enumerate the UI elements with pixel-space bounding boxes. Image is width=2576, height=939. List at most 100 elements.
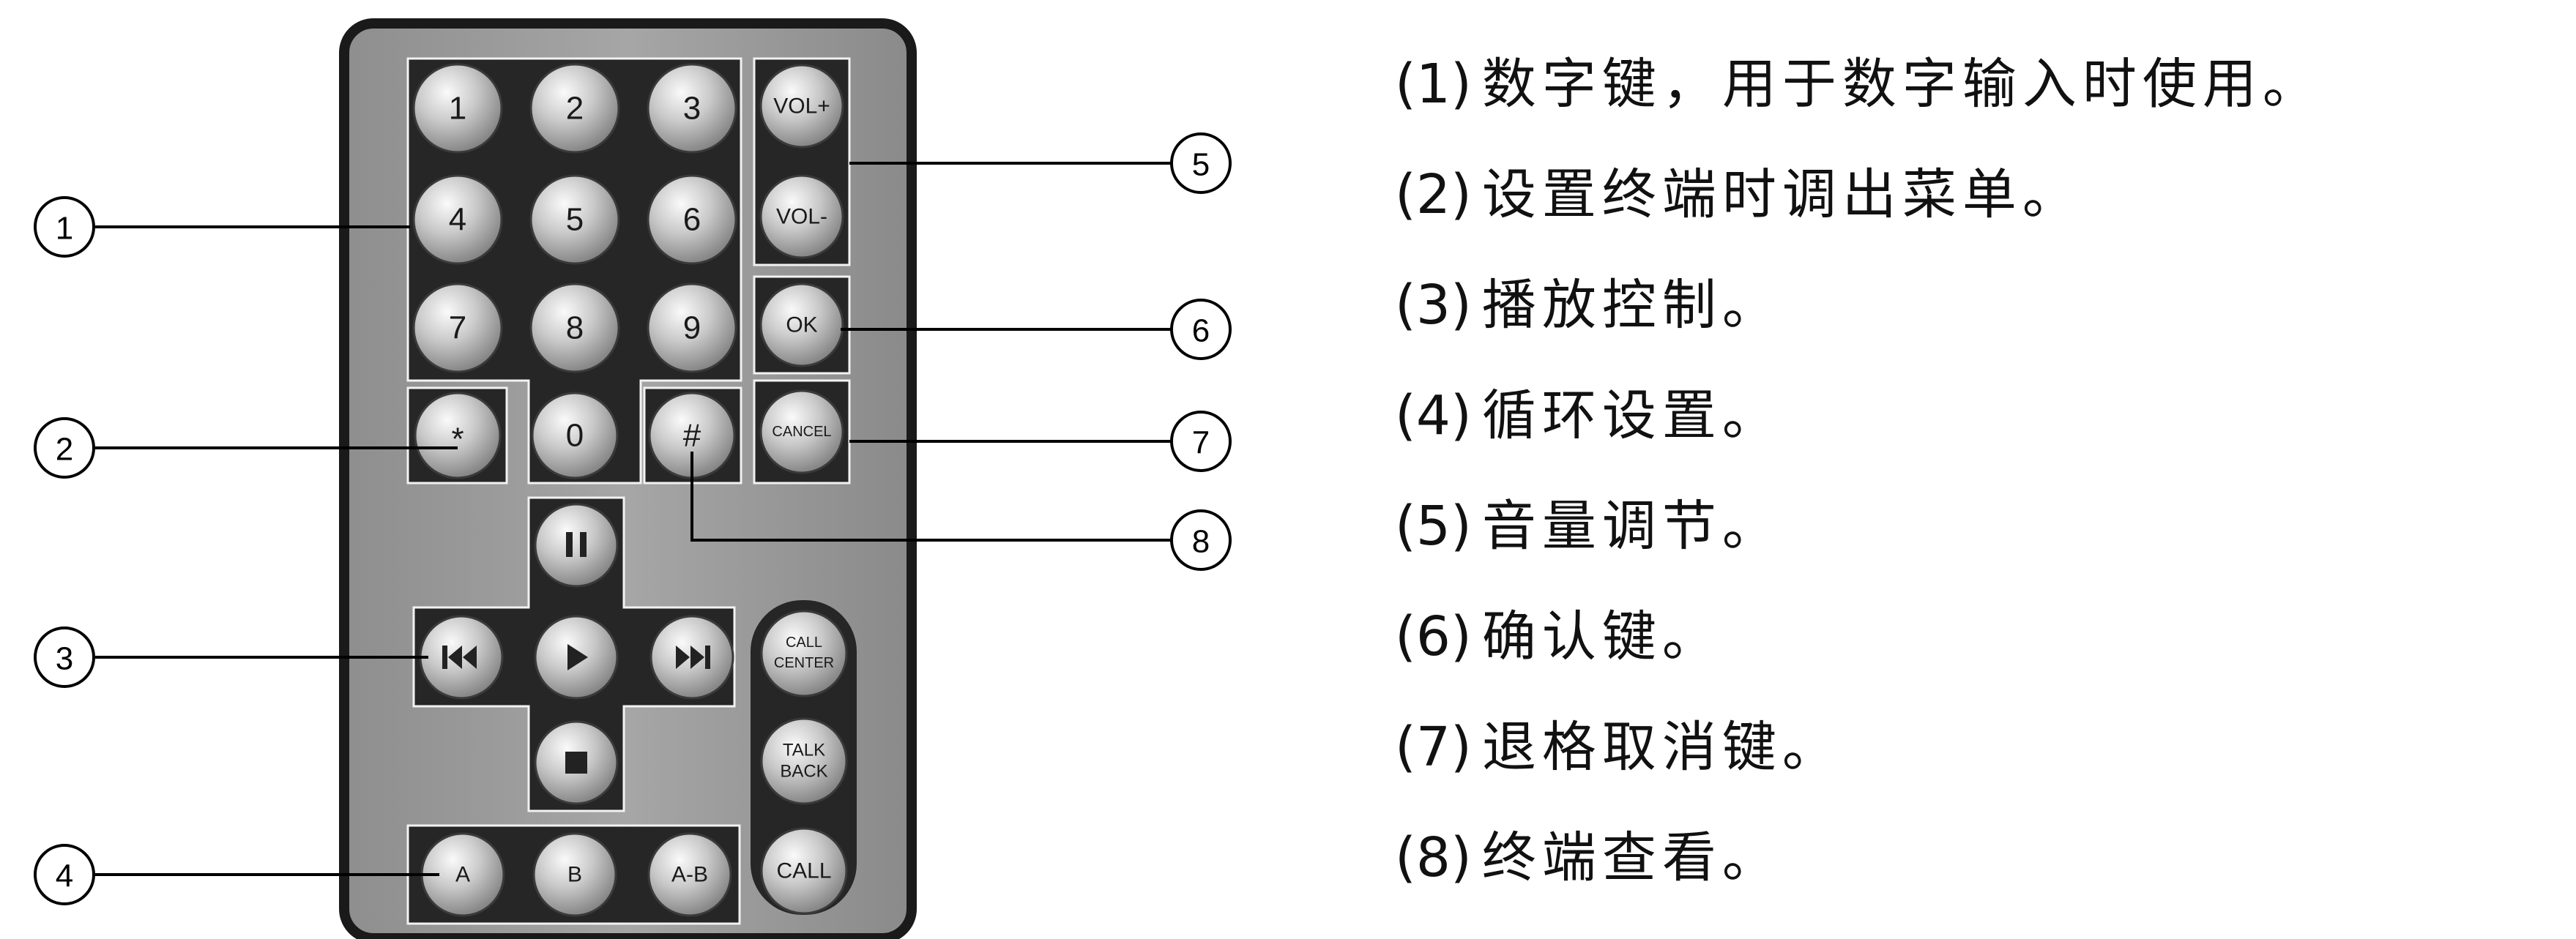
star-key[interactable]: * (414, 392, 502, 479)
svg-text:2: 2 (566, 91, 584, 127)
svg-text:B: B (567, 863, 582, 887)
callout-2: 2 (34, 417, 95, 479)
svg-text:3: 3 (56, 641, 73, 677)
stop-icon (565, 752, 587, 774)
ab-key[interactable]: A-B (647, 832, 732, 917)
skip-next-icon (676, 646, 710, 669)
legend-text: 退格取消键。 (1481, 716, 1842, 779)
legend-item-3: (3)播放控制。 (1395, 250, 2552, 361)
next-button[interactable] (649, 615, 734, 700)
pause-button[interactable] (534, 503, 619, 588)
svg-text:CENTER: CENTER (774, 655, 834, 671)
previous-button[interactable] (419, 615, 504, 700)
svg-text:6: 6 (1192, 313, 1210, 349)
hash-key[interactable]: # (648, 392, 736, 479)
svg-text:5: 5 (1192, 147, 1210, 183)
talk-back-button[interactable]: TALK BACK (760, 717, 848, 805)
legend-text: 设置终端时调出菜单。 (1481, 163, 2082, 226)
svg-text:7: 7 (1192, 425, 1210, 461)
call-button[interactable]: CALL (760, 827, 848, 915)
legend-item-2: (2)设置终端时调出菜单。 (1395, 140, 2552, 250)
callout-1: 1 (34, 196, 95, 258)
b-key[interactable]: B (532, 832, 617, 917)
legend-item-1: (1)数字键，用于数字输入时使用。 (1395, 29, 2552, 140)
legend-text: 数字键，用于数字输入时使用。 (1481, 53, 2323, 116)
legend-mark: (8) (1395, 826, 1472, 889)
svg-text:0: 0 (566, 418, 584, 454)
svg-text:8: 8 (1192, 524, 1210, 560)
legend-mark: (3) (1395, 274, 1472, 337)
svg-text:2: 2 (56, 432, 73, 468)
svg-text:A: A (455, 863, 470, 887)
legend-mark: (5) (1395, 495, 1472, 558)
callout-4: 4 (34, 844, 95, 905)
play-icon (567, 644, 588, 670)
svg-text:4: 4 (449, 202, 466, 238)
svg-text:8: 8 (566, 310, 584, 346)
call-center-button[interactable]: CALL CENTER (760, 610, 848, 697)
cancel-button[interactable]: CANCEL (759, 389, 844, 474)
svg-text:BACK: BACK (780, 762, 827, 782)
legend-item-4: (4)循环设置。 (1395, 361, 2552, 471)
ok-button[interactable]: OK (759, 283, 844, 367)
number-key-3[interactable]: 3 (647, 63, 737, 154)
legend-mark: (6) (1395, 605, 1472, 668)
svg-text:CALL: CALL (776, 859, 831, 883)
vol-up-button[interactable]: VOL+ (759, 64, 844, 149)
stop-button[interactable] (534, 720, 619, 805)
svg-text:OK: OK (786, 313, 817, 337)
number-key-8[interactable]: 8 (529, 283, 620, 373)
callout-5: 5 (1170, 132, 1232, 194)
legend-text: 循环设置。 (1481, 384, 1782, 447)
play-button[interactable] (534, 615, 619, 700)
vol-down-button[interactable]: VOL- (759, 174, 844, 259)
zero-key[interactable]: 0 (531, 392, 619, 479)
skip-previous-icon (442, 646, 477, 669)
legend-mark: (1) (1395, 53, 1472, 116)
numpad-region (408, 59, 741, 483)
callout-7: 7 (1170, 411, 1232, 472)
legend-item-6: (6)确认键。 (1395, 582, 2552, 692)
svg-text:CALL: CALL (786, 635, 822, 651)
number-key-1[interactable]: 1 (412, 63, 503, 154)
legend-item-7: (7)退格取消键。 (1395, 692, 2552, 803)
svg-text:CANCEL: CANCEL (772, 424, 831, 440)
number-key-9[interactable]: 9 (647, 283, 737, 373)
svg-text:A-B: A-B (671, 863, 708, 887)
callout-3: 3 (34, 626, 95, 688)
number-key-2[interactable]: 2 (529, 63, 620, 154)
svg-text:1: 1 (56, 211, 73, 247)
callout-6: 6 (1170, 299, 1232, 360)
legend-mark: (7) (1395, 716, 1472, 779)
legend-item-8: (8)终端查看。 (1395, 803, 2552, 913)
legend-text: 音量调节。 (1481, 495, 1782, 558)
legend-list: (1)数字键，用于数字输入时使用。 (2)设置终端时调出菜单。 (3)播放控制。… (1395, 29, 2552, 913)
svg-text:5: 5 (566, 202, 584, 238)
svg-text:*: * (451, 422, 464, 457)
legend-text: 播放控制。 (1481, 274, 1782, 337)
number-key-5[interactable]: 5 (529, 174, 620, 265)
svg-text:VOL+: VOL+ (773, 94, 830, 119)
callout-8: 8 (1170, 509, 1232, 571)
remote-diagram: 1 2 3 4 5 6 7 8 9 VOL+ VOL- OK CANCEL * … (34, 18, 1232, 939)
svg-text:9: 9 (683, 310, 701, 346)
number-key-7[interactable]: 7 (412, 283, 503, 373)
legend-mark: (4) (1395, 384, 1472, 447)
number-key-4[interactable]: 4 (412, 174, 503, 265)
legend-mark: (2) (1395, 163, 1472, 226)
svg-text:6: 6 (683, 202, 701, 238)
number-key-6[interactable]: 6 (647, 174, 737, 265)
svg-text:TALK: TALK (783, 741, 825, 760)
svg-text:4: 4 (56, 858, 73, 894)
legend-item-5: (5)音量调节。 (1395, 471, 2552, 582)
leader-lines (95, 162, 1172, 876)
legend-text: 终端查看。 (1481, 826, 1782, 889)
svg-text:3: 3 (683, 91, 701, 127)
legend-text: 确认键。 (1481, 605, 1722, 668)
svg-text:7: 7 (449, 310, 466, 346)
svg-text:#: # (683, 418, 701, 454)
svg-text:VOL-: VOL- (776, 205, 827, 229)
pause-icon (566, 532, 587, 557)
svg-text:1: 1 (449, 91, 466, 127)
